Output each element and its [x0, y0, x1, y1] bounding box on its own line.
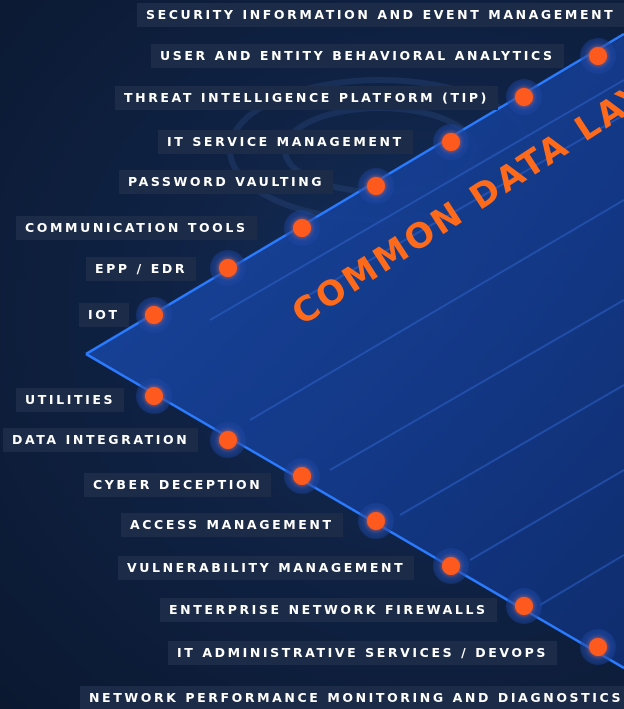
label-npmd: NETWORK PERFORMANCE MONITORING AND DIAGN… [80, 686, 624, 709]
label-data-integration: DATA INTEGRATION [3, 428, 199, 452]
node-communication-tools [210, 250, 246, 286]
label-itsm: IT SERVICE MANAGEMENT [158, 130, 413, 154]
label-vulnerability-management: VULNERABILITY MANAGEMENT [118, 556, 415, 580]
data-layer-surface [86, 36, 624, 668]
node-siem [580, 38, 616, 74]
node-it-admin-devops [580, 629, 616, 665]
node-utilities [136, 378, 172, 414]
node-tip [433, 124, 469, 160]
label-communication-tools: COMMUNICATION TOOLS [16, 216, 257, 240]
node-enterprise-network-firewalls [506, 588, 542, 624]
node-access-management [358, 503, 394, 539]
label-it-admin-devops: IT ADMINISTRATIVE SERVICES / DEVOPS [168, 641, 558, 665]
label-enterprise-network-firewalls: ENTERPRISE NETWORK FIREWALLS [160, 598, 497, 622]
node-password-vaulting [284, 210, 320, 246]
label-cyber-deception: CYBER DECEPTION [84, 473, 272, 497]
node-ueba [506, 79, 542, 115]
node-itsm [358, 168, 394, 204]
label-access-management: ACCESS MANAGEMENT [121, 513, 343, 537]
node-vulnerability-management [433, 548, 469, 584]
node-cyber-deception [284, 458, 320, 494]
label-tip: THREAT INTELLIGENCE PLATFORM (TIP) [115, 86, 498, 110]
node-epp-edr [136, 297, 172, 333]
label-iot: IOT [79, 303, 129, 327]
label-epp-edr: EPP / EDR [86, 257, 197, 281]
label-ueba: USER AND ENTITY BEHAVIORAL ANALYTICS [151, 44, 564, 68]
label-password-vaulting: PASSWORD VAULTING [119, 170, 334, 194]
label-siem: SECURITY INFORMATION AND EVENT MANAGEMEN… [137, 3, 624, 27]
node-data-integration [210, 422, 246, 458]
label-utilities: UTILITIES [16, 388, 125, 412]
